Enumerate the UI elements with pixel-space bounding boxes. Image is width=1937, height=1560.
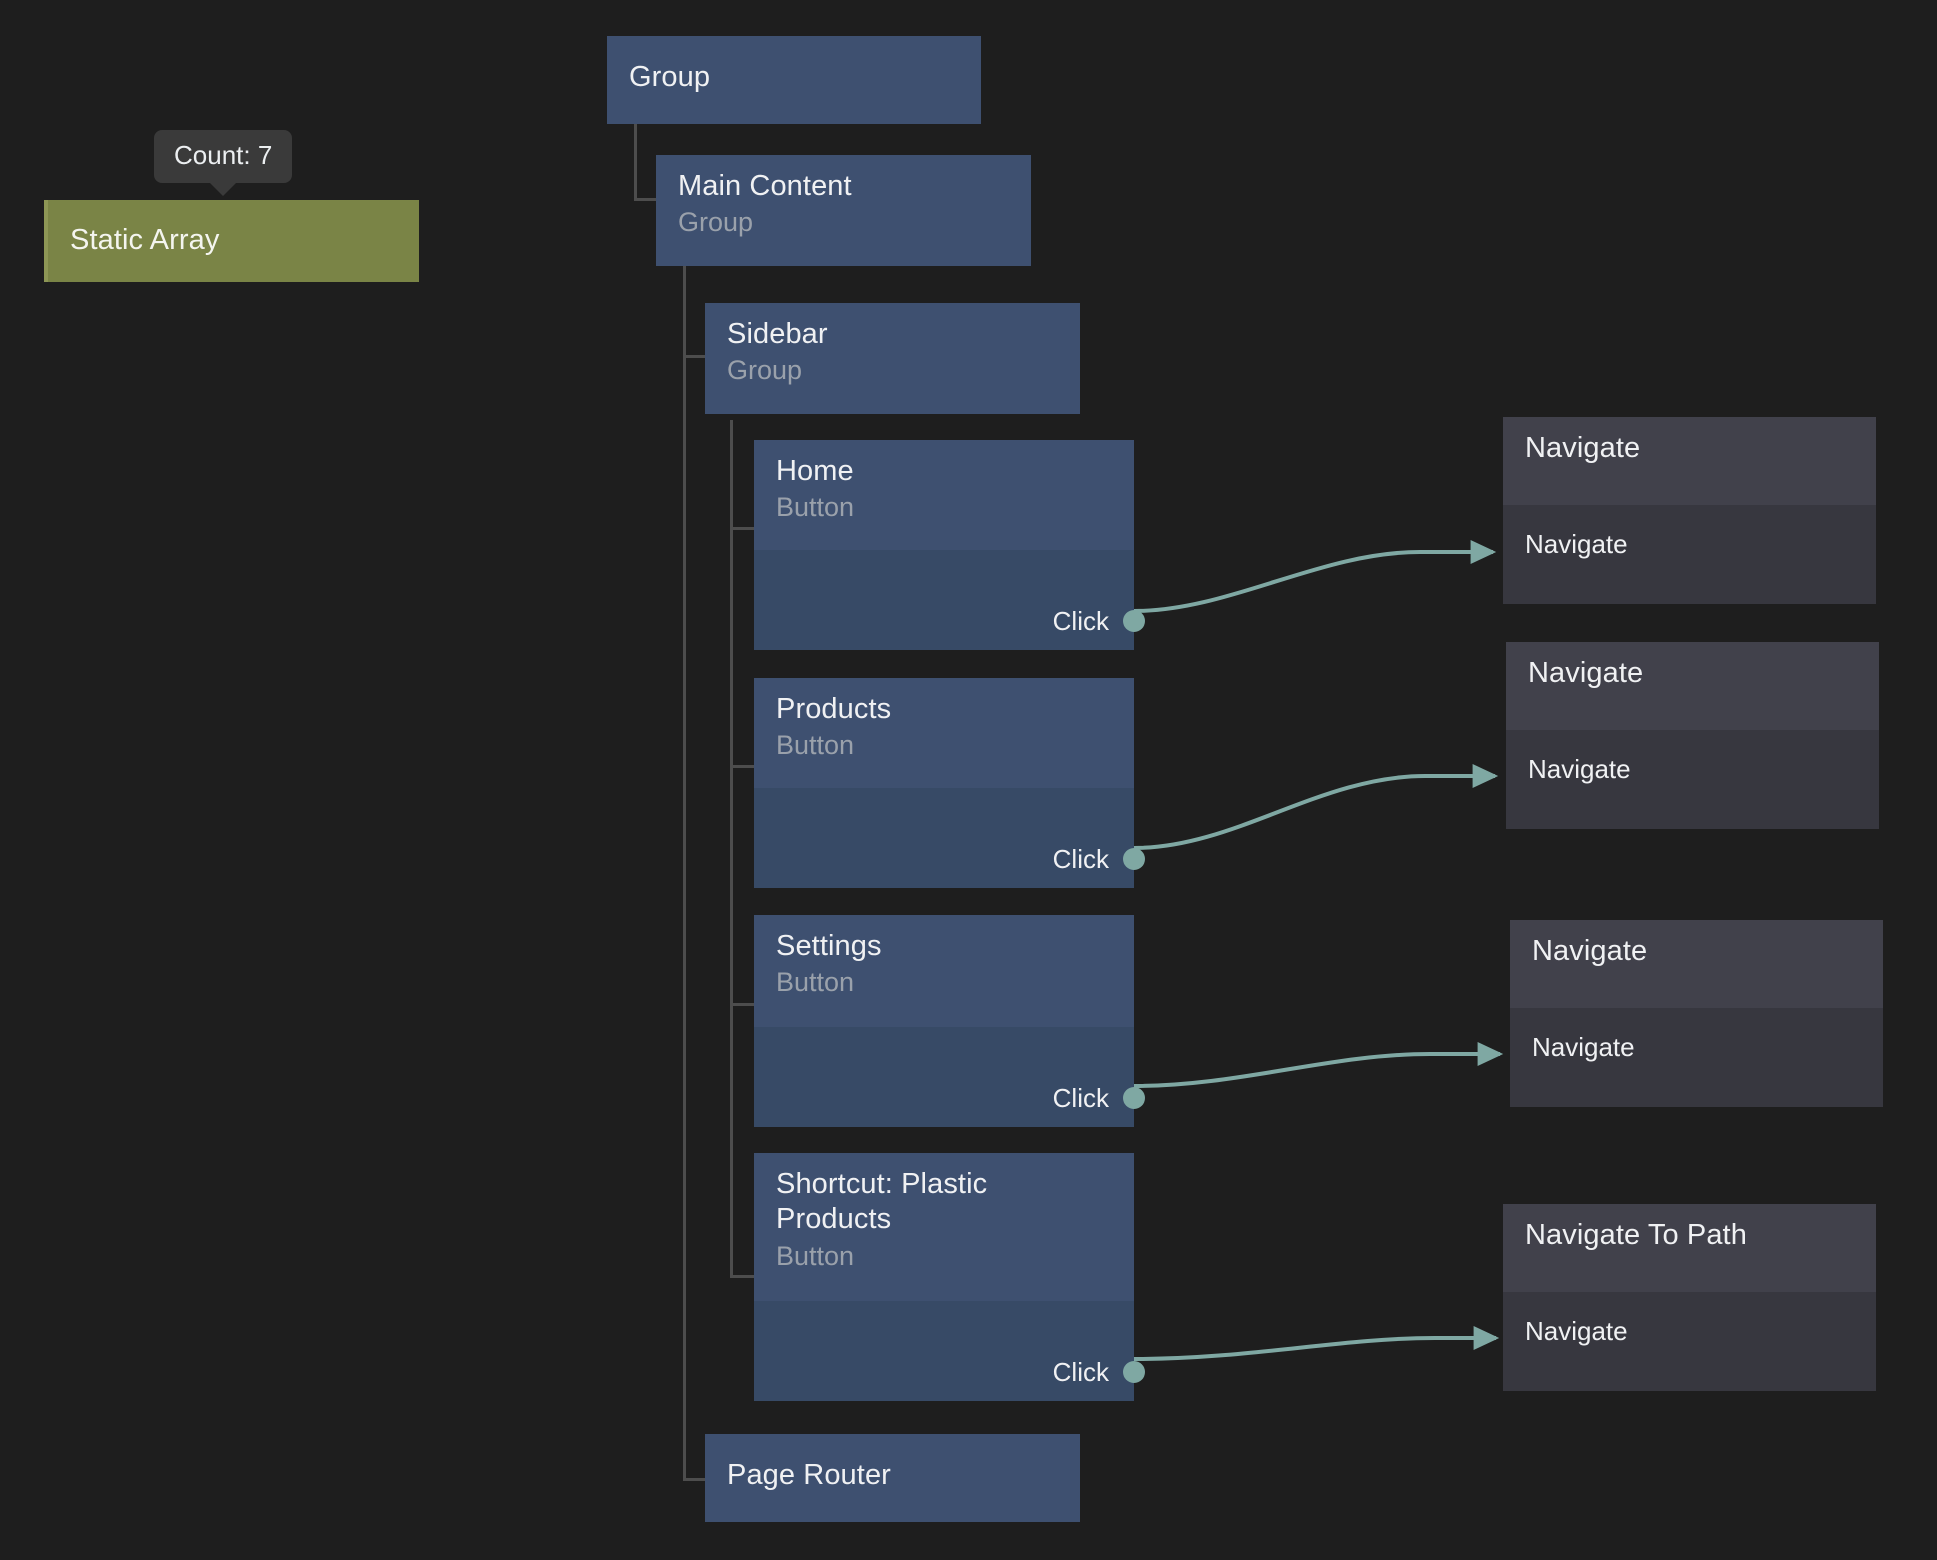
node-settings-button-subtitle: Button — [776, 967, 855, 998]
node-action-navigate-1-header: Navigate — [1503, 417, 1876, 505]
node-action-navigate-to-path-header: Navigate To Path — [1503, 1204, 1876, 1292]
node-shortcut-plastic-products-title: Shortcut: Plastic Products — [776, 1168, 988, 1236]
node-home-button-body: Click — [754, 550, 1145, 650]
node-main-content-header: Main Content Group — [656, 155, 1031, 266]
port-row-click[interactable]: Click — [1052, 843, 1145, 874]
node-page-router-header: Page Router — [705, 1434, 1080, 1522]
in-port-navigate-label: Navigate — [1532, 1032, 1635, 1062]
port-click-dot[interactable] — [1123, 848, 1145, 870]
node-home-button-header: Home Button — [754, 440, 1134, 550]
node-products-button-header: Products Button — [754, 678, 1134, 788]
tree-connector-stub — [730, 1275, 754, 1278]
tree-connector-vertical — [683, 266, 686, 1481]
node-sidebar-header: Sidebar Group — [705, 303, 1080, 414]
port-click-label: Click — [1052, 605, 1109, 636]
edge-shortcut-click-to-navigate-to-path — [1133, 1326, 1500, 1361]
node-action-navigate-3[interactable]: Navigate Navigate — [1510, 920, 1883, 1107]
node-action-navigate-to-path-title: Navigate To Path — [1525, 1219, 1747, 1251]
node-sidebar[interactable]: Sidebar Group — [705, 303, 1080, 414]
node-action-navigate-to-path-body: Navigate — [1503, 1292, 1876, 1391]
node-action-navigate-3-header: Navigate — [1510, 920, 1883, 1008]
port-click-label: Click — [1052, 1082, 1109, 1113]
node-action-navigate-2[interactable]: Navigate Navigate — [1506, 642, 1879, 829]
node-page-router-title: Page Router — [727, 1459, 891, 1491]
count-tooltip-label: Count: 7 — [174, 140, 273, 170]
tooltip-arrow-icon — [209, 182, 238, 196]
node-products-button-body: Click — [754, 788, 1145, 888]
edge-products-click-to-navigate — [1133, 764, 1499, 850]
node-main-content-subtitle: Group — [678, 207, 754, 238]
node-sidebar-subtitle: Group — [727, 355, 803, 386]
in-port-navigate-label: Navigate — [1525, 1316, 1628, 1346]
node-home-button-title: Home — [776, 455, 854, 487]
edge-home-click-to-navigate — [1133, 540, 1497, 613]
tree-connector-stub — [730, 527, 754, 530]
node-settings-button-title: Settings — [776, 930, 882, 962]
node-home-button-subtitle: Button — [776, 492, 855, 523]
node-sidebar-title: Sidebar — [727, 318, 828, 350]
node-main-content[interactable]: Main Content Group — [656, 155, 1031, 266]
node-action-navigate-to-path[interactable]: Navigate To Path Navigate — [1503, 1204, 1876, 1391]
node-action-navigate-1-title: Navigate — [1525, 432, 1641, 464]
in-port-navigate-label: Navigate — [1528, 754, 1631, 784]
tree-connector-vertical — [634, 124, 637, 201]
node-shortcut-plastic-products-header: Shortcut: Plastic Products Button — [754, 1153, 1134, 1301]
node-main-content-title: Main Content — [678, 170, 852, 202]
port-click-label: Click — [1052, 1356, 1109, 1387]
node-settings-button[interactable]: Settings Button Click — [754, 915, 1145, 1127]
node-group[interactable]: Group — [607, 36, 981, 124]
node-products-button[interactable]: Products Button Click — [754, 678, 1145, 888]
node-products-button-subtitle: Button — [776, 730, 855, 761]
port-click-dot[interactable] — [1123, 1361, 1145, 1383]
port-row-click[interactable]: Click — [1052, 1356, 1145, 1387]
tree-connector-stub — [730, 1003, 754, 1006]
node-static-array[interactable]: Static Array — [44, 200, 419, 282]
node-action-navigate-2-body: Navigate — [1506, 730, 1879, 829]
node-shortcut-plastic-products-body: Click — [754, 1301, 1145, 1401]
node-group-header: Group — [607, 36, 981, 124]
port-click-dot[interactable] — [1123, 610, 1145, 632]
port-row-click[interactable]: Click — [1052, 1082, 1145, 1113]
count-tooltip: Count: 7 — [154, 130, 293, 196]
tree-connector-vertical — [730, 420, 733, 1278]
node-static-array-title: Static Array — [70, 224, 220, 257]
tree-connector-stub — [634, 198, 656, 201]
node-shortcut-plastic-products-subtitle: Button — [776, 1240, 855, 1271]
node-page-router[interactable]: Page Router — [705, 1434, 1080, 1522]
node-settings-button-body: Click — [754, 1027, 1145, 1127]
node-action-navigate-3-title: Navigate — [1532, 935, 1648, 967]
node-shortcut-plastic-products-button[interactable]: Shortcut: Plastic Products Button Click — [754, 1153, 1145, 1401]
tree-connector-stub — [683, 1478, 705, 1481]
tree-connector-stub — [730, 765, 754, 768]
edge-settings-click-to-navigate — [1133, 1042, 1504, 1088]
tree-connector-stub — [683, 355, 705, 358]
port-click-label: Click — [1052, 843, 1109, 874]
node-action-navigate-1-body: Navigate — [1503, 505, 1876, 604]
port-click-dot[interactable] — [1123, 1087, 1145, 1109]
node-group-title: Group — [629, 61, 711, 93]
node-action-navigate-2-header: Navigate — [1506, 642, 1879, 730]
node-action-navigate-2-title: Navigate — [1528, 657, 1644, 689]
node-action-navigate-3-body: Navigate — [1510, 1008, 1883, 1107]
node-products-button-title: Products — [776, 693, 892, 725]
node-settings-button-header: Settings Button — [754, 915, 1134, 1027]
port-row-click[interactable]: Click — [1052, 605, 1145, 636]
node-home-button[interactable]: Home Button Click — [754, 440, 1145, 650]
in-port-navigate-label: Navigate — [1525, 529, 1628, 559]
node-action-navigate-1[interactable]: Navigate Navigate — [1503, 417, 1876, 604]
